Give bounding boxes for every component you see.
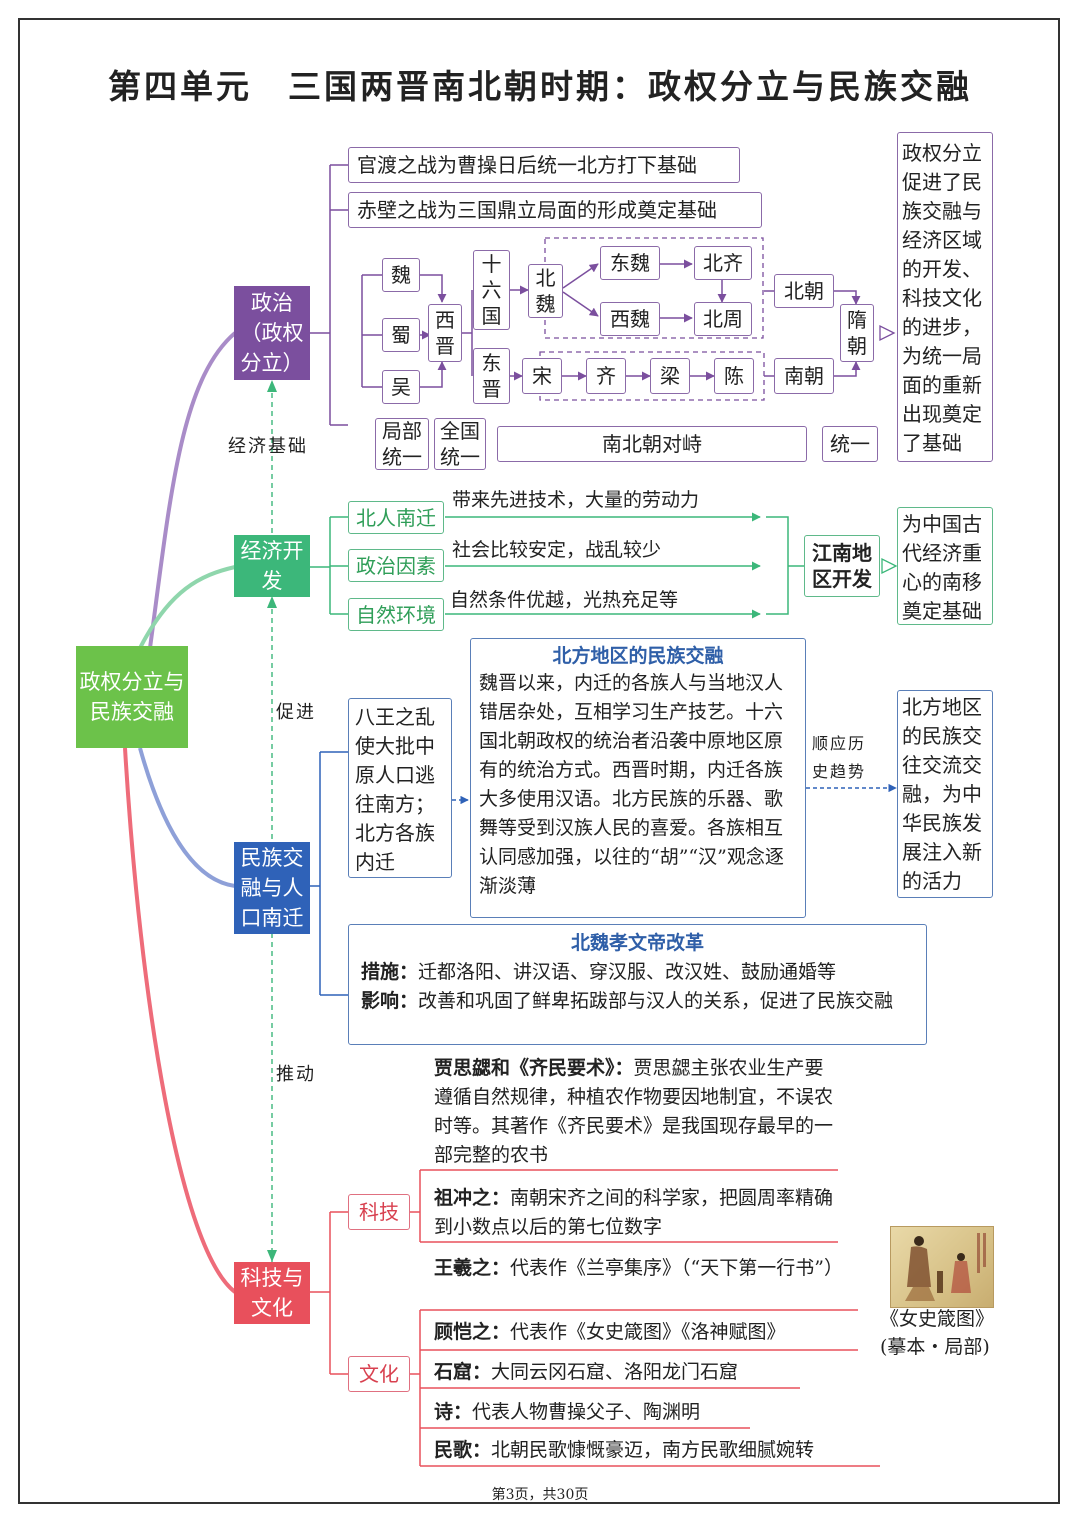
economy-factor-tag-2: 政治因素 <box>348 549 444 582</box>
culture-tag: 文化 <box>348 1356 410 1392</box>
economy-conclusion: 为中国古代经济重心的南移奠定基础 <box>897 507 993 625</box>
northern-fusion-box: 北方地区的民族交融 魏晋以来，内迁的各族人与当地汉人错居杂处，互相学习生产技艺。… <box>470 638 806 918</box>
northern-zhou-box: 北周 <box>694 302 752 336</box>
wu-box: 吴 <box>382 370 420 404</box>
tech-item-2: 祖冲之：南朝宋齐之间的科学家，把圆周率精确到小数点以后的第七位数字 <box>434 1187 834 1238</box>
center-node[interactable]: 政权分立与民族交融 <box>76 646 188 748</box>
painting-caption-2: (摹本・局部) <box>880 1336 990 1358</box>
northern-wei-box: 北魏 <box>528 264 563 318</box>
painting-thumbnail <box>890 1226 994 1308</box>
liang-box: 梁 <box>650 358 690 394</box>
north-dynasty-box: 北朝 <box>774 274 834 308</box>
art-item-4: 诗：代表人物曹操父子、陶渊明 <box>434 1401 701 1423</box>
art-item-5: 民歌：北朝民歌慷慨豪迈，南方民歌细腻婉转 <box>434 1439 815 1461</box>
page-frame <box>18 18 1060 1504</box>
economy-node[interactable]: 经济开发 <box>234 535 310 597</box>
local-unity-box: 局部统一 <box>375 418 429 470</box>
politics-node[interactable]: 政治（政权分立） <box>234 286 310 380</box>
page-footer: 第3页，共30页 <box>491 1487 589 1503</box>
song-box: 宋 <box>522 358 562 394</box>
eastern-jin-box: 东晋 <box>473 348 510 404</box>
unify-box: 统一 <box>822 426 878 462</box>
south-dynasty-box: 南朝 <box>774 358 834 394</box>
northern-fusion-title: 北方地区的民族交融 <box>552 645 724 667</box>
shu-box: 蜀 <box>382 318 420 352</box>
economy-factor-text-1: 带来先进技术，大量的劳动力 <box>452 489 700 511</box>
painting-caption-1: 《女史箴图》 <box>880 1308 995 1330</box>
ethnic-node[interactable]: 民族交融与人口南迁 <box>234 842 310 934</box>
link-promote: 促进 <box>276 702 316 723</box>
reform-impact: 影响：改善和巩固了鲜卑拓跋部与汉人的关系，促进了民族交融 <box>361 990 894 1012</box>
tech-tag: 科技 <box>348 1194 410 1230</box>
link-economic-base: 经济基础 <box>228 436 308 457</box>
art-item-1: 王羲之：代表作《兰亭集序》（“天下第一行书”） <box>434 1257 843 1279</box>
population-migration-box: 八王之乱使大批中原人口逃往南方；北方各族内迁 <box>348 698 452 878</box>
northern-qi-box: 北齐 <box>694 246 752 280</box>
art-item-3: 石窟：大同云冈石窟、洛阳龙门石窟 <box>434 1361 739 1383</box>
confrontation-box: 南北朝对峙 <box>497 426 807 462</box>
jiangnan-development-box: 江南地区开发 <box>804 535 880 597</box>
trend-label: 顺应历史趋势 <box>812 734 867 781</box>
national-unity-box: 全国统一 <box>434 418 486 470</box>
culture-node[interactable]: 科技与文化 <box>234 1262 310 1324</box>
politics-conclusion: 政权分立促进了民族交融与经济区域的开发、科技文化的进步，为统一局面的重新出现奠定… <box>897 132 993 462</box>
link-push: 推动 <box>276 1064 316 1085</box>
reform-measures: 措施：迁都洛阳、讲汉语、穿汉服、改汉姓、鼓励通婚等 <box>361 961 837 983</box>
reform-title: 北魏孝文帝改革 <box>570 932 704 954</box>
sui-box: 隋朝 <box>840 304 874 362</box>
page-title: 第四单元 三国两晋南北朝时期：政权分立与民族交融 <box>108 67 972 106</box>
economy-factor-text-2: 社会比较安定，战乱较少 <box>452 539 662 561</box>
chen-box: 陈 <box>714 358 754 394</box>
sixteen-kingdoms-box: 十六国 <box>473 250 510 330</box>
ethnic-conclusion: 北方地区的民族交往交流交融，为中华民族发展注入新的活力 <box>897 690 993 898</box>
northern-fusion-text: 魏晋以来，内迁的各族人与当地汉人错居杂处，互相学习生产技艺。十六国北朝政权的统治… <box>479 672 784 897</box>
art-item-2: 顾恺之：代表作《女史箴图》《洛神赋图》 <box>434 1321 786 1343</box>
western-wei-box: 西魏 <box>600 302 660 336</box>
eastern-wei-box: 东魏 <box>600 246 660 280</box>
guandu-box: 官渡之战为曹操日后统一北方打下基础 <box>348 147 740 183</box>
western-jin-box: 西晋 <box>428 304 462 362</box>
economy-factor-tag-1: 北人南迁 <box>348 501 444 534</box>
wei-box: 魏 <box>382 258 420 292</box>
tech-item-1: 贾思勰和《齐民要术》：贾思勰主张农业生产要遵循自然规律，种植农作物要因地制宜，不… <box>434 1057 834 1166</box>
qi-box: 齐 <box>586 358 626 394</box>
xiaowen-reform-box: 北魏孝文帝改革 措施：迁都洛阳、讲汉语、穿汉服、改汉姓、鼓励通婚等 影响：改善和… <box>348 924 927 1045</box>
economy-factor-text-3: 自然条件优越，光热充足等 <box>450 589 679 611</box>
economy-factor-tag-3: 自然环境 <box>348 598 444 631</box>
chibi-box: 赤壁之战为三国鼎立局面的形成奠定基础 <box>348 192 762 228</box>
painting-figures <box>905 1233 986 1301</box>
